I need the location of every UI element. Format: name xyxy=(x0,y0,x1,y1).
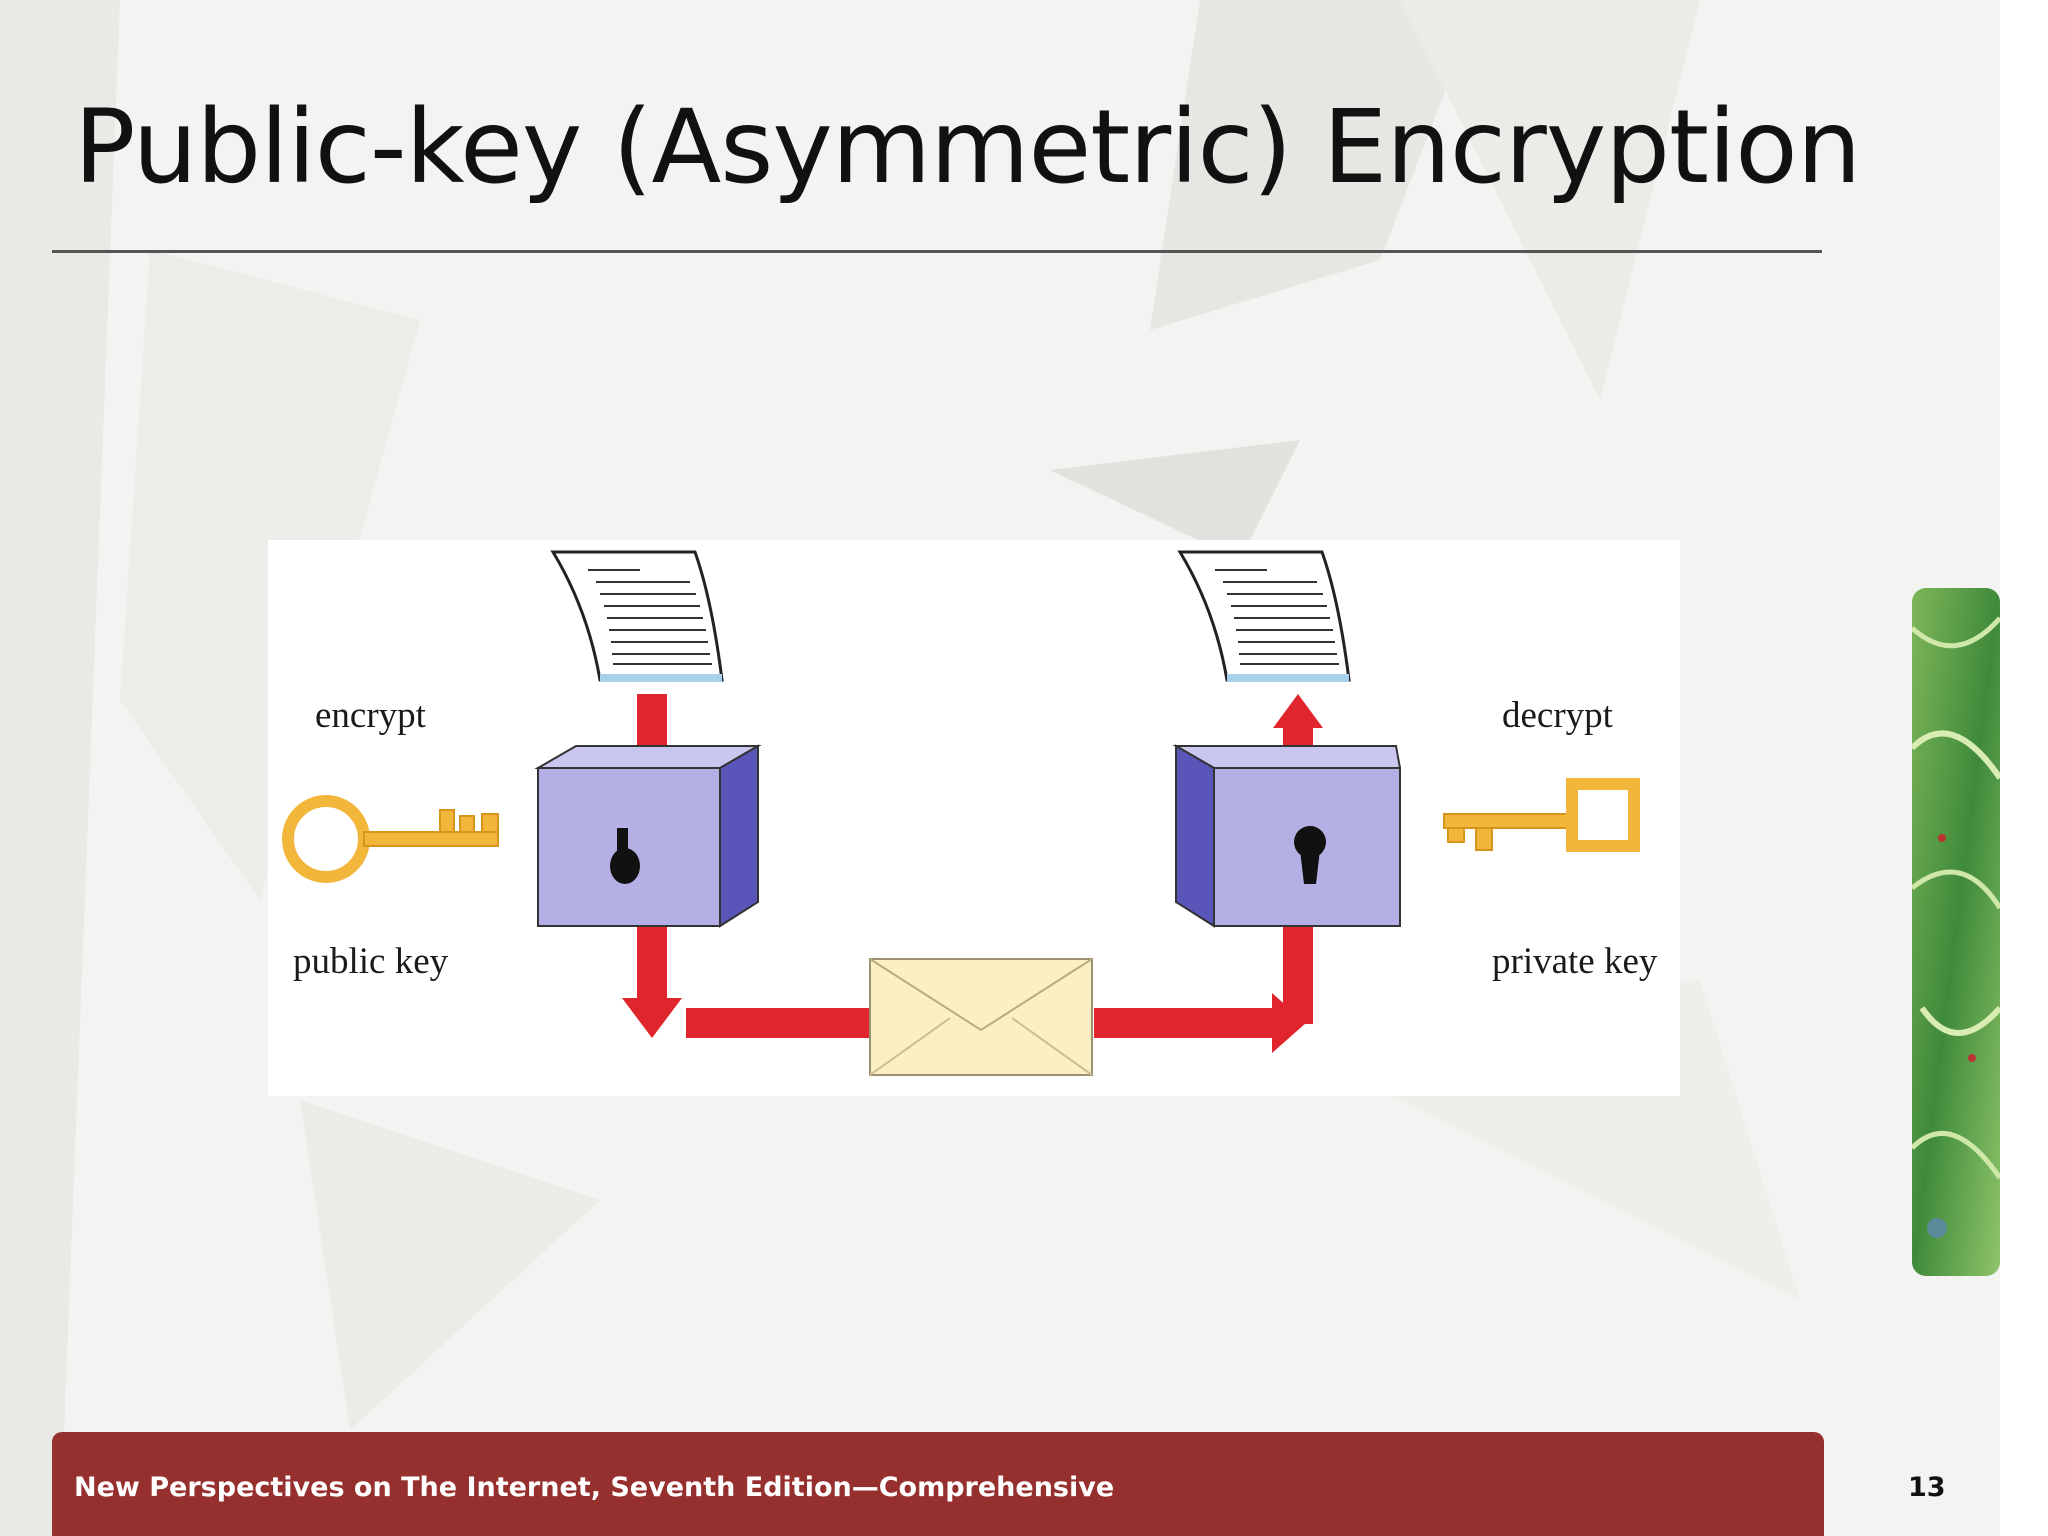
footer-text: New Perspectives on The Internet, Sevent… xyxy=(74,1472,1115,1503)
private-key-label: private key xyxy=(1492,941,1658,982)
slide-title: Public-key (Asymmetric) Encryption xyxy=(74,88,1861,207)
encrypt-lockbox-icon xyxy=(534,744,762,928)
plaintext-document-icon xyxy=(550,550,724,682)
private-key-icon xyxy=(1443,778,1640,852)
page-number: 13 xyxy=(1908,1472,1946,1503)
public-key-label: public key xyxy=(293,941,449,982)
decrypt-label: decrypt xyxy=(1502,695,1614,736)
decrypt-lockbox-icon xyxy=(1172,744,1402,928)
decrypted-document-icon xyxy=(1177,550,1351,682)
arrow-down-icon xyxy=(622,998,682,1038)
data-flow-arrows xyxy=(622,694,1323,1053)
title-divider xyxy=(52,250,1822,253)
footer-bar: New Perspectives on The Internet, Sevent… xyxy=(52,1432,1824,1536)
envelope-icon xyxy=(869,958,1093,1076)
arrow-up-icon xyxy=(1273,694,1323,728)
decorative-side-image xyxy=(1912,588,2000,1276)
public-key-icon xyxy=(282,795,499,883)
encrypt-label: encrypt xyxy=(315,695,427,736)
